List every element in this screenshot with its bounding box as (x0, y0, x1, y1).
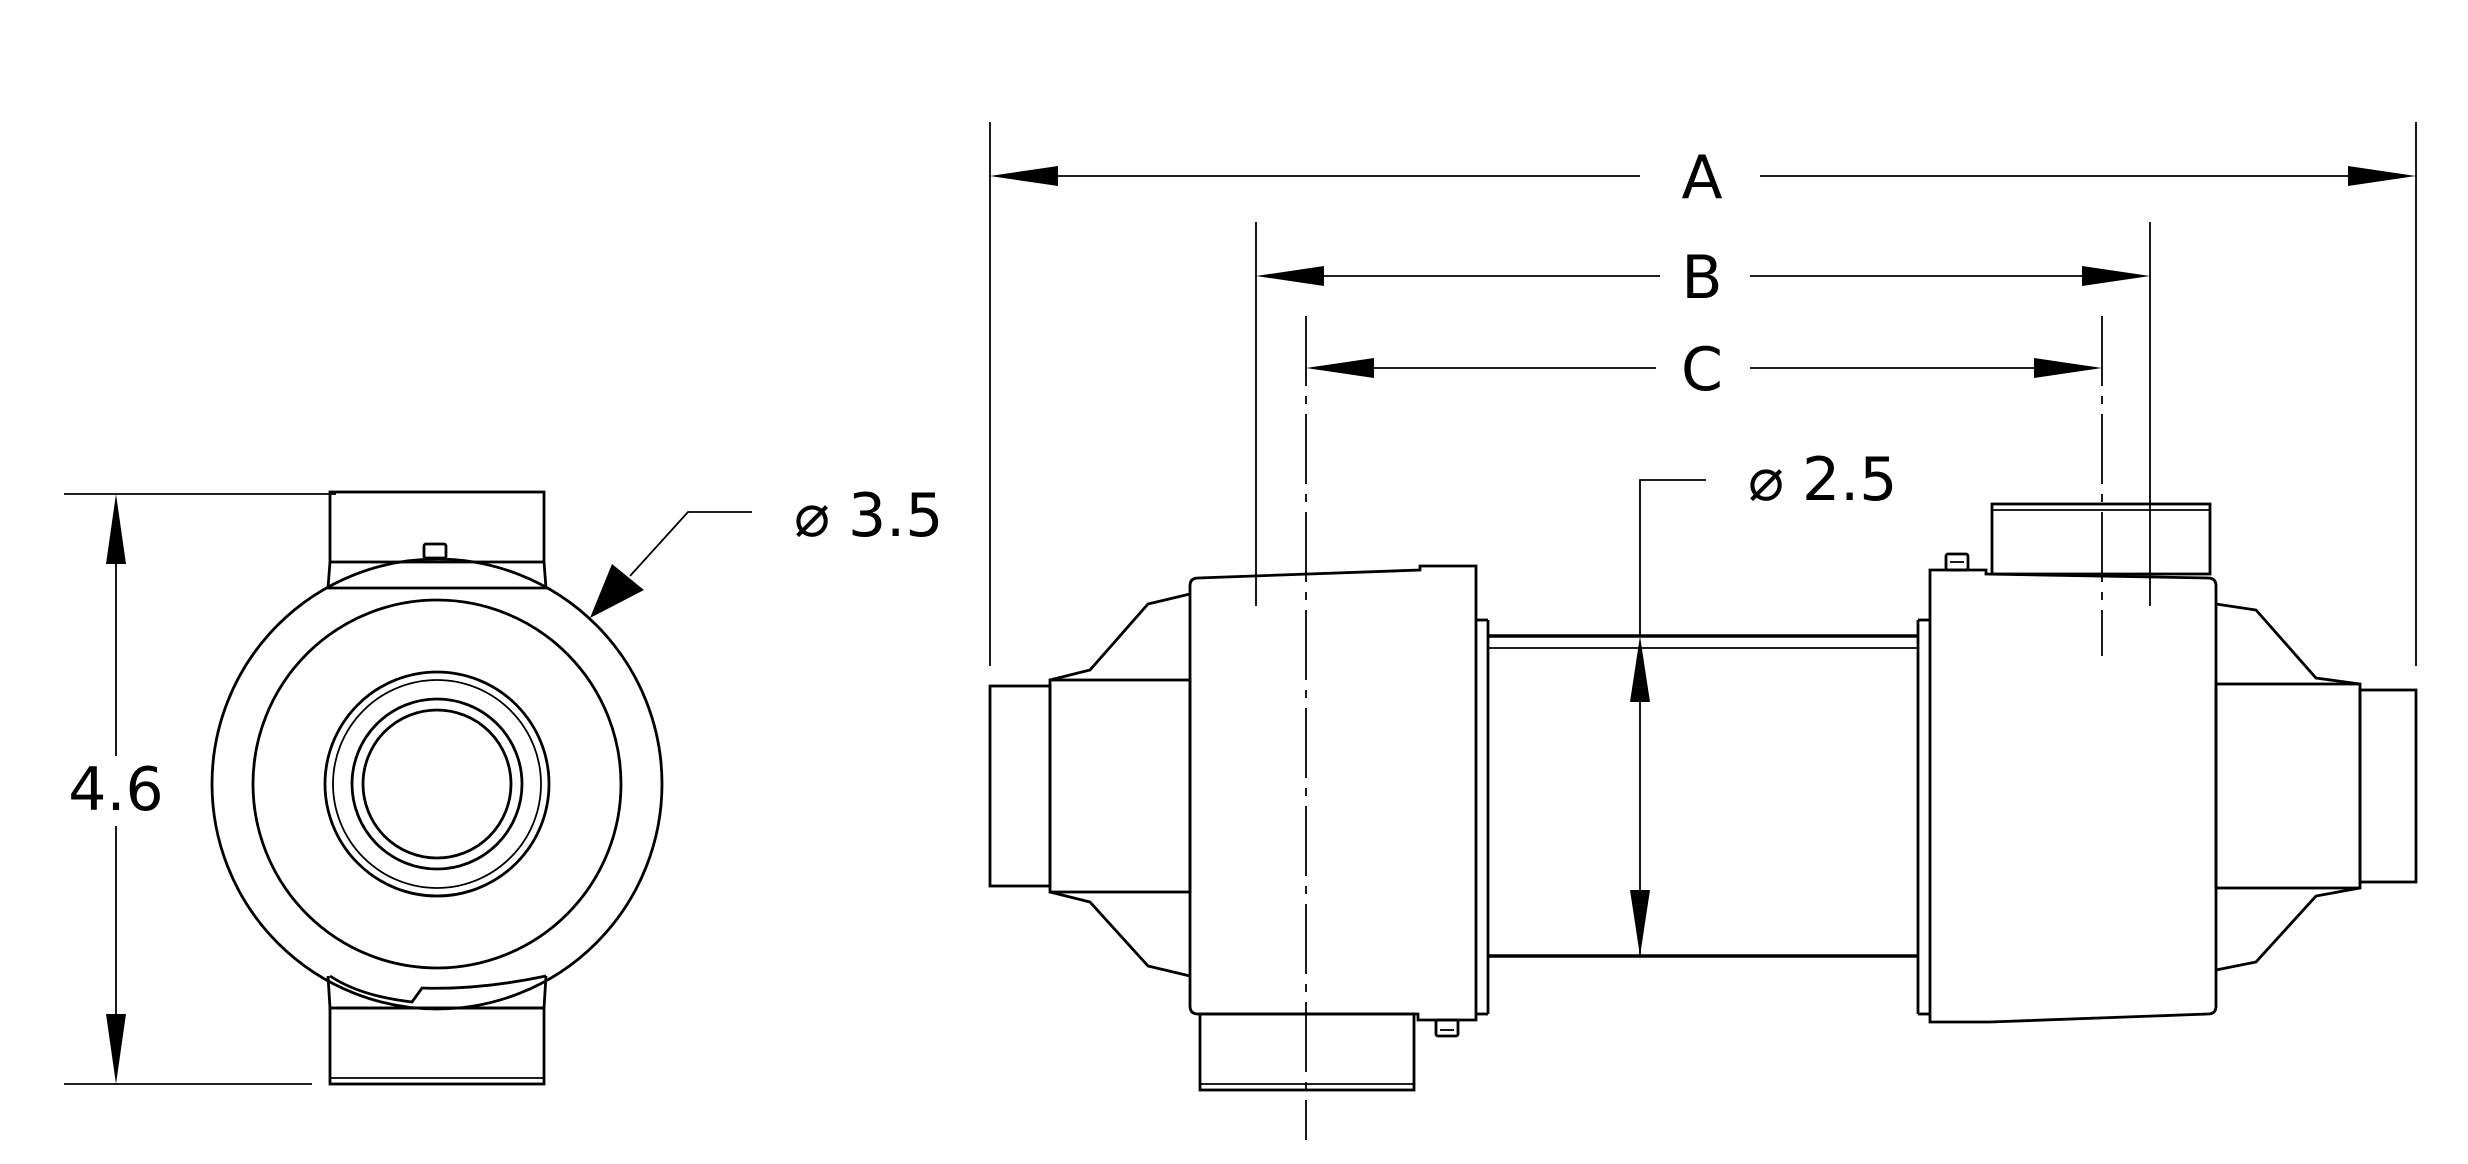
height-dimension-label: 4.6 (68, 755, 163, 825)
end-view-outer-circle (210, 557, 664, 1011)
dimension-a-label: A (1681, 143, 1722, 213)
side-view-left-nozzle (988, 592, 1192, 978)
dimension-b-label: B (1681, 243, 1722, 313)
side-view-bottom-stub (1198, 1012, 1416, 1092)
height-dimension (64, 493, 336, 1085)
dimension-b (1255, 222, 2151, 606)
side-view: A B C ⌀ 2.5 (988, 122, 2418, 1140)
side-view-right-header (1916, 552, 2218, 1024)
dimension-c-label: C (1681, 335, 1723, 405)
end-view: 4.6 ⌀ 3.5 (64, 481, 943, 1086)
end-view-top-stub (326, 490, 548, 590)
end-view-bottom-band (329, 974, 547, 1004)
end-view-inner-ring (251, 598, 623, 970)
side-view-left-header (1188, 564, 1490, 1038)
outer-diameter-symbol: ⌀ (794, 481, 830, 551)
body-diameter-label: 2.5 (1802, 445, 1897, 515)
dimension-a (989, 122, 2417, 666)
side-view-top-stub (1990, 502, 2212, 576)
body-diameter-dimension (1630, 479, 1706, 956)
dimension-c (1306, 358, 2102, 378)
outer-diameter-label: 3.5 (848, 481, 943, 551)
body-diameter-symbol: ⌀ (1748, 445, 1784, 515)
outer-diameter-leader (590, 511, 752, 618)
side-view-right-nozzle (2214, 602, 2418, 972)
end-view-port-outer (323, 670, 551, 898)
side-view-center-tube (1488, 634, 1918, 958)
